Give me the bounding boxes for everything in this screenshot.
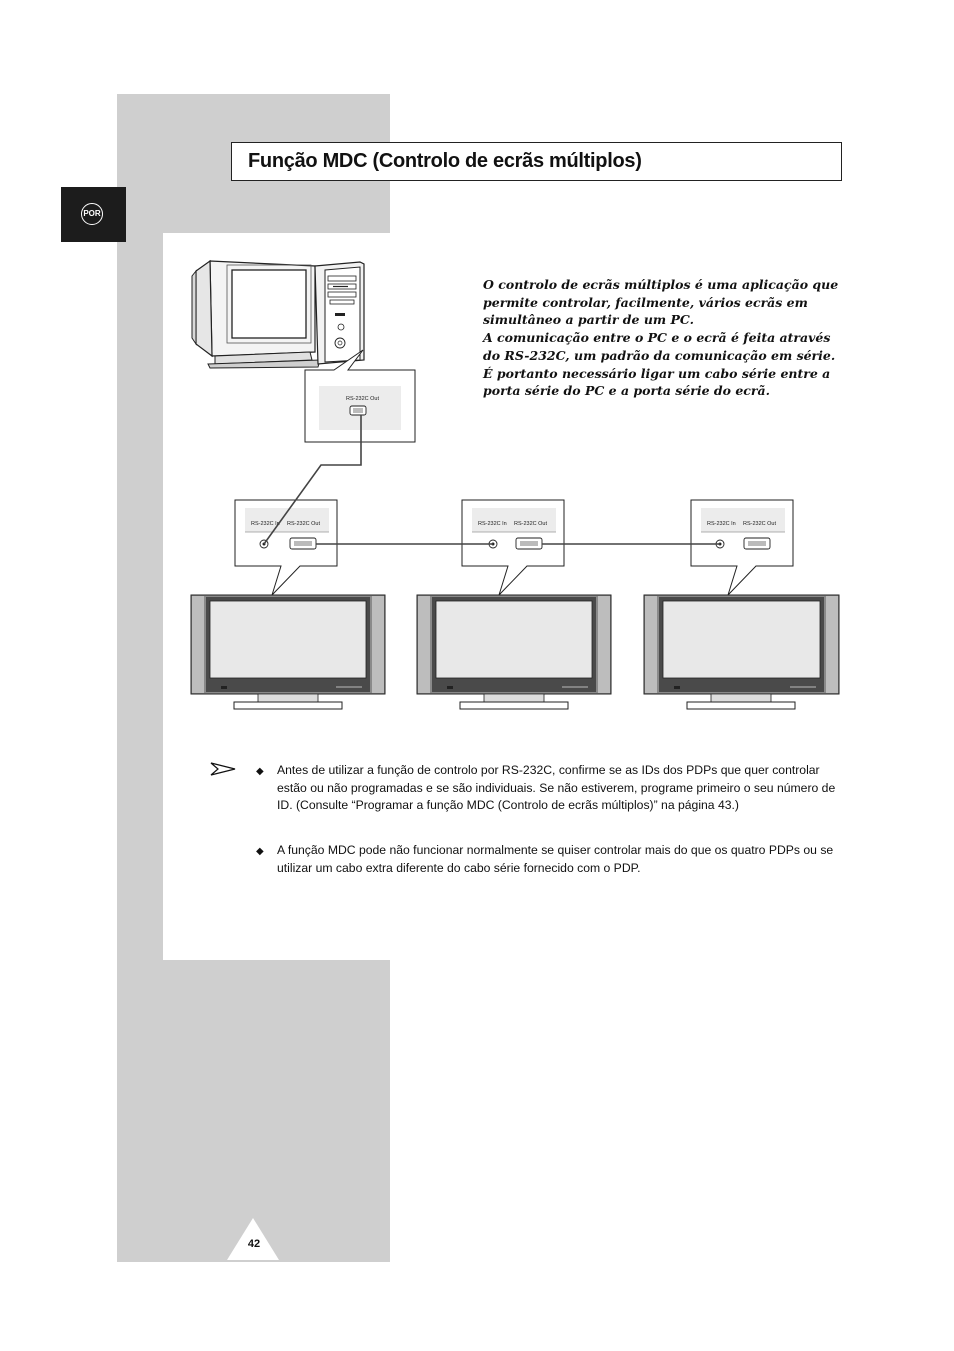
pc-port-callout: RS-232C Out	[304, 349, 416, 443]
display-2-in-label: RS-232C In	[478, 521, 507, 527]
intro-line-3: É portanto necessário ligar um cabo séri…	[483, 365, 831, 399]
intro-line-1: O controlo de ecrãs múltiplos é uma apli…	[483, 277, 839, 328]
connection-diagram: RS-232C Out RS-232C In RS-232C Out RS-23…	[190, 259, 840, 710]
intro-line-2: A comunicação entre o PC e o ecrã é feit…	[483, 330, 836, 363]
note-item-2: ◆ A função MDC pode não funcionar normal…	[256, 842, 836, 877]
pc-tower-icon	[314, 261, 365, 365]
serial-cables	[263, 415, 720, 545]
display-2-out-label: RS-232C Out	[514, 521, 547, 527]
intro-paragraph: O controlo de ecrãs múltiplos é uma apli…	[483, 276, 848, 400]
display-3-out-label: RS-232C Out	[743, 521, 776, 527]
display-3-in-label: RS-232C In	[707, 521, 736, 527]
language-badge: POR	[81, 203, 103, 225]
display-1-out-label: RS-232C Out	[287, 521, 320, 527]
page-number-triangle	[227, 1218, 279, 1260]
note-item-1: ◆ Antes de utilizar a função de controlo…	[256, 762, 836, 815]
page-number: 42	[247, 1238, 261, 1250]
pc-monitor-icon	[191, 259, 321, 369]
note-text-2: A função MDC pode não funcionar normalme…	[277, 843, 834, 875]
page-title: Função MDC (Controlo de ecrãs múltiplos)	[248, 150, 642, 172]
language-tab: POR	[61, 187, 126, 242]
plasma-display-3	[643, 594, 840, 710]
page-title-box: Função MDC (Controlo de ecrãs múltiplos)	[231, 142, 842, 181]
diamond-bullet-icon: ◆	[256, 766, 264, 777]
display-1-in-label: RS-232C In	[251, 521, 280, 527]
note-arrow-icon	[210, 762, 236, 776]
display-3-port-callout: RS-232C In RS-232C Out	[690, 499, 794, 596]
pc-port-label: RS-232C Out	[346, 396, 379, 402]
display-2-port-callout: RS-232C In RS-232C Out	[461, 499, 565, 596]
diamond-bullet-icon: ◆	[256, 846, 264, 857]
note-text-1: Antes de utilizar a função de controlo p…	[277, 763, 836, 812]
plasma-display-1	[190, 594, 386, 710]
plasma-display-2	[416, 594, 612, 710]
